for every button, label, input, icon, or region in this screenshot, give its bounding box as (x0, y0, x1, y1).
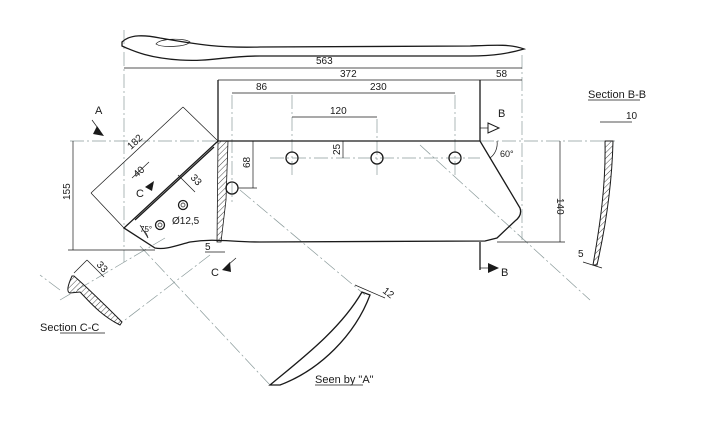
dim-hole-diameter: Ø12,5 (172, 216, 200, 227)
marker-c-bottom: C (211, 267, 219, 279)
bolt-hole (154, 219, 166, 231)
view-arrow-a-icon (93, 126, 104, 136)
bolt-hole (285, 151, 299, 165)
marker-c-top: C (136, 188, 144, 200)
section-arrows (91, 119, 501, 273)
section-arrow-b-icon (488, 263, 499, 273)
marker-b-top: B (498, 108, 505, 120)
dim-5: 5 (205, 242, 211, 253)
dim-75-deg: 75° (140, 225, 152, 234)
dim-182: 182 (126, 132, 146, 152)
bolt-hole (177, 199, 189, 211)
section-cc-label: Section C-C (40, 322, 99, 334)
section-arrow-c-icon (145, 181, 154, 191)
dim-25: 25 (332, 143, 343, 155)
dim-120: 120 (330, 106, 347, 117)
dim-60-deg: 60° (500, 149, 514, 159)
section-bb (582, 99, 640, 269)
view-a (268, 284, 386, 386)
dim-86: 86 (256, 82, 268, 93)
marker-b-bottom: B (501, 267, 508, 279)
dim-68: 68 (242, 156, 253, 168)
plowshare-main-view (122, 80, 522, 270)
dim-33: 33 (188, 173, 204, 189)
marker-a: A (95, 105, 103, 117)
section-cc (60, 259, 123, 334)
dim-5-bb: 5 (578, 249, 584, 260)
dim-372: 372 (340, 69, 357, 80)
dim-58: 58 (496, 69, 508, 80)
dim-40: 40 (132, 164, 148, 180)
dim-10: 10 (626, 111, 638, 122)
bolt-hole (448, 151, 462, 165)
seen-by-a-label: Seen by "A" (315, 374, 374, 386)
center-lines (39, 30, 615, 386)
top-blade-view (121, 35, 527, 62)
dim-140: 140 (554, 198, 565, 215)
section-arrow-b-icon (487, 122, 501, 134)
dimension-lines (68, 67, 565, 253)
hatched-section (216, 140, 229, 243)
dim-155: 155 (62, 183, 73, 200)
bolt-hole (370, 151, 384, 165)
dim-230: 230 (370, 82, 387, 93)
dim-33-cc: 33 (94, 260, 110, 276)
dim-12: 12 (380, 286, 396, 302)
dim-563: 563 (316, 56, 333, 67)
section-bb-label: Section B-B (588, 89, 646, 101)
view-markers: A B B C C Section B-B Section C-C Seen b… (40, 89, 646, 386)
